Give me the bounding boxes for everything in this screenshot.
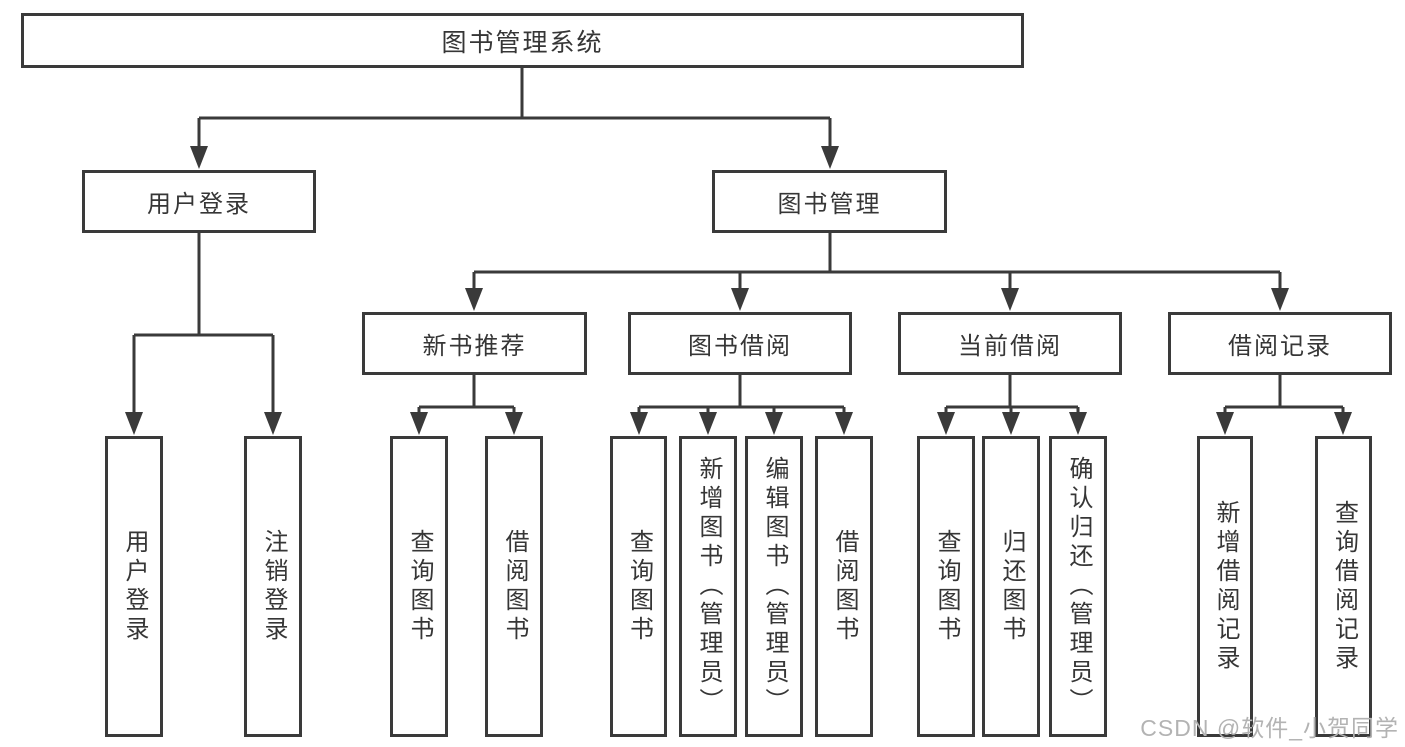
arrowheads-book-borrow-group bbox=[630, 412, 853, 435]
node-borrow-books-1: 借阅图书 bbox=[485, 436, 543, 737]
node-add-book-admin: 新增图书（管理员） bbox=[679, 436, 737, 737]
node-return-book-label: 归还图书 bbox=[998, 528, 1025, 645]
node-borrow-books-2: 借阅图书 bbox=[815, 436, 873, 737]
node-edit-book-admin: 编辑图书（管理员） bbox=[745, 436, 803, 737]
node-user-login-label: 用户登录 bbox=[121, 528, 148, 645]
arrowheads-current-borrow-group bbox=[937, 412, 1087, 435]
connector-borrow-records-group bbox=[1223, 375, 1345, 412]
connector-book-borrow-group bbox=[637, 375, 846, 412]
node-add-borrow-record: 新增借阅记录 bbox=[1197, 436, 1253, 737]
node-library-system: 图书管理系统 bbox=[21, 13, 1024, 68]
node-add-borrow-record-label: 新增借阅记录 bbox=[1212, 499, 1239, 674]
node-logout-label: 注销登录 bbox=[260, 528, 287, 645]
node-confirm-return-admin: 确认归还（管理员） bbox=[1049, 436, 1107, 737]
node-confirm-return-admin-label: 确认归还（管理员） bbox=[1065, 456, 1092, 717]
connector-root-to-level2 bbox=[197, 68, 832, 146]
node-current-borrowing: 当前借阅 bbox=[898, 312, 1122, 375]
node-query-books-3-label: 查询图书 bbox=[933, 528, 960, 645]
node-query-borrow-record: 查询借阅记录 bbox=[1315, 436, 1372, 737]
node-book-management: 图书管理 bbox=[712, 170, 947, 233]
arrowheads-new-book-group bbox=[410, 412, 523, 435]
arrowheads-level3 bbox=[465, 288, 1289, 311]
arrowheads-level2 bbox=[190, 146, 839, 169]
node-query-books-3: 查询图书 bbox=[917, 436, 975, 737]
arrowheads-user-login-group bbox=[125, 412, 282, 435]
node-query-borrow-record-label: 查询借阅记录 bbox=[1330, 499, 1358, 674]
node-add-book-admin-label: 新增图书（管理员） bbox=[695, 456, 722, 717]
node-logout: 注销登录 bbox=[244, 436, 302, 737]
node-new-book-recommend: 新书推荐 bbox=[362, 312, 587, 375]
connector-current-borrow-group bbox=[944, 375, 1080, 412]
node-edit-book-admin-label: 编辑图书（管理员） bbox=[761, 456, 788, 717]
arrowheads-borrow-records-group bbox=[1216, 412, 1352, 435]
node-return-book: 归还图书 bbox=[982, 436, 1040, 737]
node-query-books-1-label: 查询图书 bbox=[406, 528, 433, 645]
node-borrow-books-2-label: 借阅图书 bbox=[831, 528, 858, 645]
node-user-login-group: 用户登录 bbox=[82, 170, 316, 233]
node-borrow-books-1-label: 借阅图书 bbox=[501, 528, 528, 645]
node-book-borrowing: 图书借阅 bbox=[628, 312, 852, 375]
node-user-login: 用户登录 bbox=[105, 436, 163, 737]
node-query-books-2-label: 查询图书 bbox=[625, 528, 653, 645]
connector-book-mgmt-to-level3 bbox=[472, 233, 1282, 288]
node-query-books-2: 查询图书 bbox=[610, 436, 667, 737]
csdn-watermark: CSDN @软件_小贺同学 bbox=[1140, 715, 1399, 741]
connector-new-book-group bbox=[417, 375, 516, 412]
node-query-books-1: 查询图书 bbox=[390, 436, 448, 737]
node-borrowing-records: 借阅记录 bbox=[1168, 312, 1392, 375]
connector-user-login-group bbox=[132, 233, 275, 412]
